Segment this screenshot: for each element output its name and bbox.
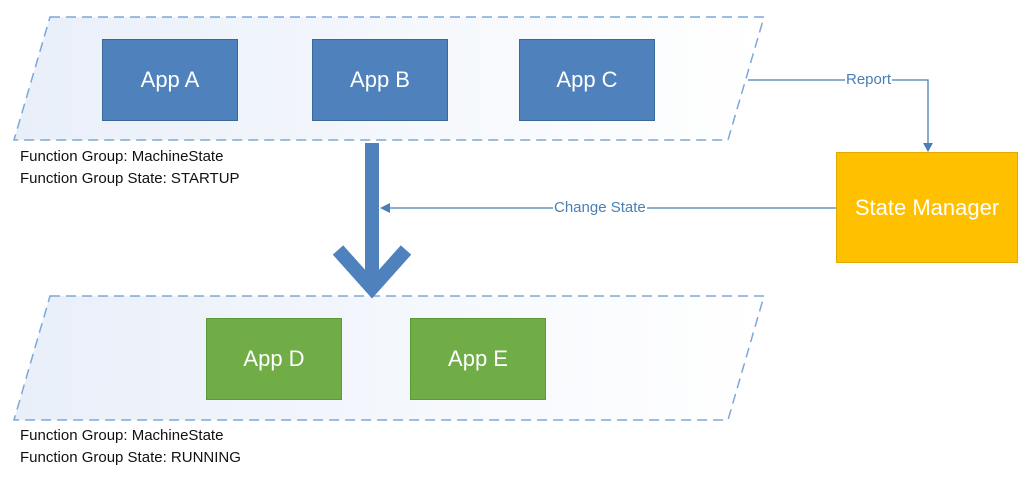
transition-arrow-head: [332, 245, 412, 299]
change-state-arrowhead: [380, 203, 390, 213]
app-b-box: App B: [312, 39, 448, 121]
app-e-label: App E: [448, 346, 508, 371]
app-b-label: App B: [350, 67, 410, 92]
app-c-label: App C: [556, 67, 618, 92]
group-startup-function-group: Function Group: MachineState: [20, 148, 224, 165]
group-running-state: Function Group State: RUNNING: [20, 449, 241, 466]
group-running-caption: Function Group: MachineState Function Gr…: [20, 425, 241, 469]
app-c-box: App C: [519, 39, 655, 121]
group-running-function-group: Function Group: MachineState: [20, 427, 224, 444]
change-state-label: Change State: [553, 199, 647, 217]
app-e-box: App E: [410, 318, 546, 400]
report-arrowhead: [923, 143, 933, 152]
function-group-running-frame: [13, 295, 765, 421]
report-arrow-line: [748, 79, 929, 146]
app-d-box: App D: [206, 318, 342, 400]
report-label: Report: [845, 71, 893, 89]
group-startup-caption: Function Group: MachineState Function Gr…: [20, 146, 240, 190]
app-a-label: App A: [140, 67, 200, 92]
state-manager-box: State Manager: [836, 152, 1018, 263]
app-d-label: App D: [243, 346, 305, 371]
app-a-box: App A: [102, 39, 238, 121]
state-manager-label: State Manager: [854, 194, 1000, 220]
group-startup-state: Function Group State: STARTUP: [20, 170, 240, 187]
